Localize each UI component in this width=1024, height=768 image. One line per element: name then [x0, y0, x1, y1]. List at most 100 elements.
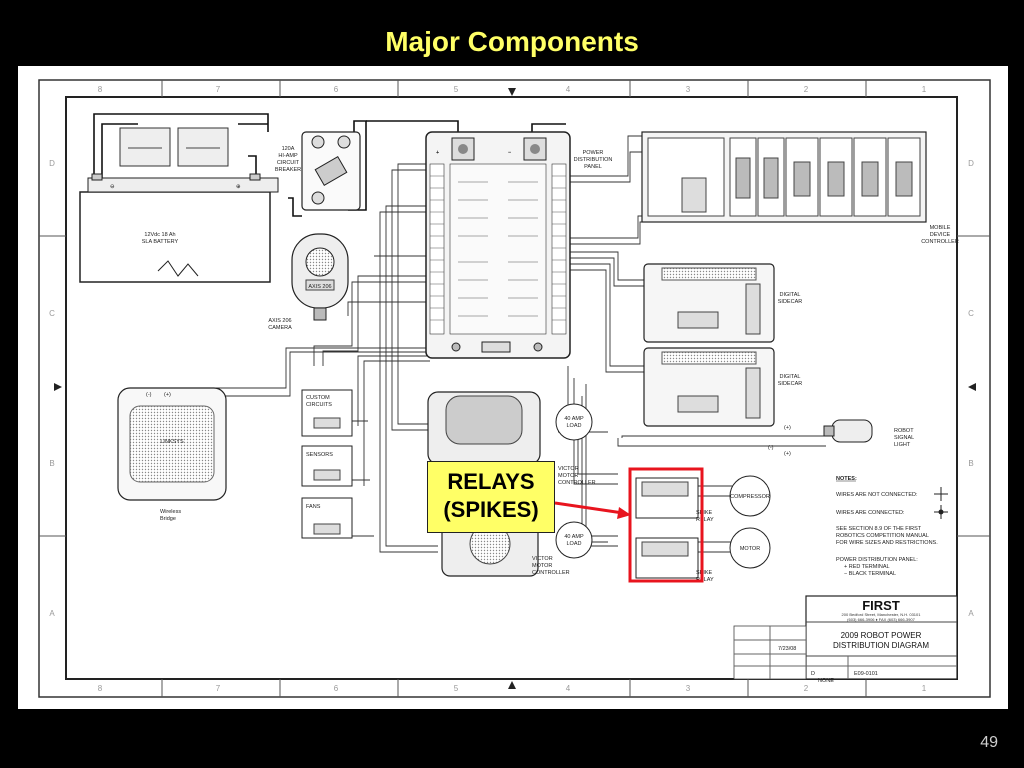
- custom-circuits-label: CUSTOM: [306, 395, 330, 401]
- title-block-address: 200 Bedford Street, Manchester, N.H. 031…: [842, 612, 922, 617]
- callout-line: RELAYS: [447, 469, 535, 494]
- sidecar-label: DIGITAL: [780, 374, 801, 380]
- col-label: 3: [686, 85, 691, 94]
- row-label: B: [49, 459, 54, 468]
- col-label: 7: [216, 684, 221, 693]
- signal-label: SIGNAL: [894, 435, 914, 441]
- pdp-label: DISTRIBUTION: [574, 157, 613, 163]
- pdp-label: PANEL: [584, 164, 602, 170]
- col-label: 3: [686, 684, 691, 693]
- victor-label: CONTROLLER: [558, 480, 596, 486]
- signal-label: ROBOT: [894, 428, 914, 434]
- spike-relay-1: SPIKE RELAY: [635, 477, 714, 523]
- col-label: 8: [98, 85, 103, 94]
- notes-line: − BLACK TERMINAL: [844, 571, 896, 577]
- motor-label: MOTOR: [740, 546, 760, 552]
- controller-label: MOBILE: [930, 225, 951, 231]
- col-label: 4: [566, 85, 571, 94]
- battery: ⊖ ⊕ 12Vdc 18 Ah SLA BATTERY: [79, 173, 279, 283]
- col-label: 6: [334, 85, 339, 94]
- fans-box: FANS: [301, 497, 353, 539]
- callout-arrow: [555, 501, 631, 519]
- spike-label: RELAY: [696, 517, 714, 523]
- svg-text:−: −: [508, 150, 511, 156]
- drawing-title: DISTRIBUTION DIAGRAM: [833, 641, 929, 650]
- col-label: 5: [454, 85, 459, 94]
- spike-label: SPIKE: [696, 570, 713, 576]
- camera-body-text: AXIS 206: [308, 284, 331, 290]
- bridge-minus: (-): [146, 392, 152, 398]
- amp-load-label: LOAD: [567, 423, 582, 429]
- amp-load-1: 40 AMP LOAD: [555, 403, 593, 441]
- col-label: 6: [334, 684, 339, 693]
- breaker-label: CIRCUIT: [277, 160, 300, 166]
- power-distribution-diagram: 8 7 6 5 4 3 2 1 8 7 6 5 4 3 2 1 D C B A …: [18, 66, 1008, 709]
- row-label: A: [968, 609, 974, 618]
- robot-signal-light: (+) (-) (+) ROBOT SIGNAL LIGHT: [768, 419, 914, 457]
- victor-label: MOTOR: [558, 473, 578, 479]
- center-arrows: [54, 88, 976, 689]
- notes-line: WIRES ARE CONNECTED:: [836, 510, 905, 516]
- battery-label: SLA BATTERY: [142, 239, 179, 245]
- sidecar-label: SIDECAR: [778, 381, 802, 387]
- pdp-label: POWER: [583, 150, 604, 156]
- signal-minus: (-): [768, 445, 774, 451]
- notes: NOTES: WIRES ARE NOT CONNECTED: WIRES AR…: [836, 476, 948, 577]
- controller-label: DEVICE: [930, 232, 951, 238]
- row-label: B: [968, 459, 973, 468]
- zone-ticks: [39, 80, 990, 697]
- custom-circuits-label: CIRCUITS: [306, 402, 332, 408]
- amp-load-label: 40 AMP: [564, 534, 584, 540]
- victor-label: VICTOR: [558, 466, 579, 472]
- signal-plus: (+): [784, 451, 791, 457]
- col-label: 1: [922, 85, 927, 94]
- col-label: 5: [454, 684, 459, 693]
- drawing-title: 2009 ROBOT POWER: [841, 631, 922, 640]
- battery-pos-terminal: ⊕: [236, 184, 241, 190]
- camera-label: CAMERA: [268, 325, 292, 331]
- col-label: 1: [922, 684, 927, 693]
- drawing-date: 7/23/08: [778, 646, 796, 652]
- compressor-label: COMPRESSOR: [730, 494, 770, 500]
- col-label: 2: [804, 684, 809, 693]
- axis-camera: AXIS 206 AXIS 206 CAMERA: [268, 233, 349, 331]
- breaker-label: HI-AMP: [278, 153, 298, 159]
- breaker-label: BREAKER: [275, 167, 301, 173]
- victor-motor-controller-top: VICTOR MOTOR CONTROLLER: [427, 391, 596, 486]
- notes-line: FOR WIRE SIZES AND RESTRICTIONS.: [836, 540, 938, 546]
- first-logo: FIRST: [862, 598, 900, 613]
- signal-label: LIGHT: [894, 442, 911, 448]
- sidecar-label: SIDECAR: [778, 299, 802, 305]
- col-label: 4: [566, 684, 571, 693]
- col-label: 2: [804, 85, 809, 94]
- drawing-scale: NONE: [818, 678, 834, 684]
- spike-label: SPIKE: [696, 510, 713, 516]
- row-label: C: [968, 309, 974, 318]
- amp-load-label: LOAD: [567, 541, 582, 547]
- col-label: 8: [98, 684, 103, 693]
- col-label: 7: [216, 85, 221, 94]
- notes-line: ROBOTICS COMPETITION MANUAL: [836, 533, 929, 539]
- bridge-label: Wireless: [160, 509, 181, 515]
- bridge-plus: (+): [164, 392, 171, 398]
- pdp-slots: [430, 175, 566, 321]
- callout-line: (SPIKES): [443, 497, 539, 522]
- sidecar-label: DIGITAL: [780, 292, 801, 298]
- notes-line: + RED TERMINAL: [844, 564, 890, 570]
- victor-label: CONTROLLER: [532, 570, 570, 576]
- row-label: D: [49, 159, 55, 168]
- drawing-number: E09-0101: [854, 671, 878, 677]
- signal-plus: (+): [784, 425, 791, 431]
- controller-label: CONTROLLER: [921, 239, 959, 245]
- amp-load-2: 40 AMP LOAD: [555, 521, 593, 559]
- battery-label: 12Vdc 18 Ah: [144, 232, 175, 238]
- digital-sidecar-1: DIGITAL SIDECAR: [643, 263, 802, 343]
- breaker-label: 120A: [282, 146, 295, 152]
- sensors-box: SENSORS: [301, 445, 353, 487]
- motor: MOTOR: [729, 527, 771, 569]
- spikes-highlight-box: [628, 467, 704, 583]
- bridge-label: Bridge: [160, 516, 176, 522]
- title-block-phone: (603) 666-3906 ♦ FAX (603) 666-3907: [847, 617, 915, 622]
- svg-text:+: +: [436, 150, 439, 156]
- battery-connector: [119, 127, 229, 167]
